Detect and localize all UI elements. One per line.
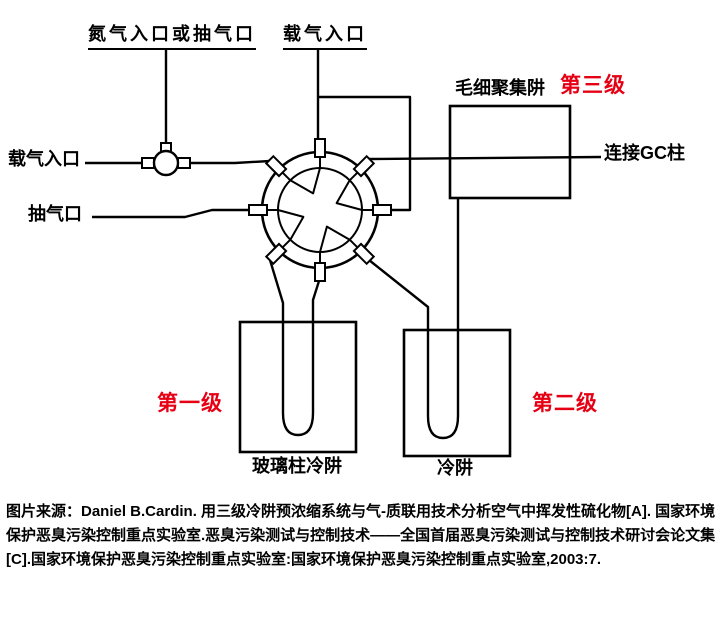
valve-port-730 — [264, 238, 292, 266]
tee-to-valve-line — [190, 159, 271, 165]
valve-port-6 — [314, 252, 326, 282]
valve-rotor-channel — [319, 225, 351, 253]
image-source-caption: 图片来源：Daniel B.Cardin. 用三级冷阱预浓缩系统与气-质联用技术… — [6, 503, 716, 568]
cold-trap-label: 冷阱 — [437, 458, 473, 478]
valve-port-1030 — [264, 154, 292, 182]
stage2-label: 第二级 — [532, 392, 598, 415]
carrier-inlet-left-label: 载气入口 — [8, 149, 80, 169]
valve-port-3 — [362, 204, 392, 216]
cold-trap-u-tube — [368, 198, 460, 440]
gc-column-label: 连接GC柱 — [604, 143, 685, 163]
valve-port-12 — [314, 138, 326, 168]
tee-fitting — [141, 142, 191, 177]
stage1-label: 第一级 — [157, 392, 223, 415]
valve-rotor-channel — [335, 179, 363, 211]
capillary-trap-label: 毛细聚集阱 — [455, 78, 545, 98]
vent-port-label: 抽气口 — [28, 204, 82, 224]
carrier-inlet-top-label: 载气入口 — [283, 24, 367, 50]
glass-trap-u-tube — [268, 259, 321, 437]
stage3-label: 第三级 — [560, 74, 626, 97]
tee-body — [152, 149, 180, 177]
glass-column-trap-label: 玻璃柱冷阱 — [252, 456, 342, 476]
valve-port-9 — [248, 204, 278, 216]
valve-rotor-channel — [277, 209, 305, 241]
valve-loop-line — [318, 95, 412, 212]
valve-rotor-channel — [289, 167, 321, 195]
tee-port-left — [141, 157, 155, 169]
valve-port-130 — [348, 154, 376, 182]
capillary-trap-box — [448, 104, 572, 200]
glass-trap-container — [238, 320, 358, 454]
connection-lines — [85, 50, 602, 440]
cold-trap-container — [402, 328, 512, 458]
rotary-valve — [248, 138, 392, 282]
valve-port-430 — [348, 238, 376, 266]
tee-port-right — [177, 157, 191, 169]
gc-line — [368, 155, 602, 161]
vent-line — [92, 208, 250, 219]
nitrogen-inlet-label: 氮气入口或抽气口 — [88, 24, 256, 50]
